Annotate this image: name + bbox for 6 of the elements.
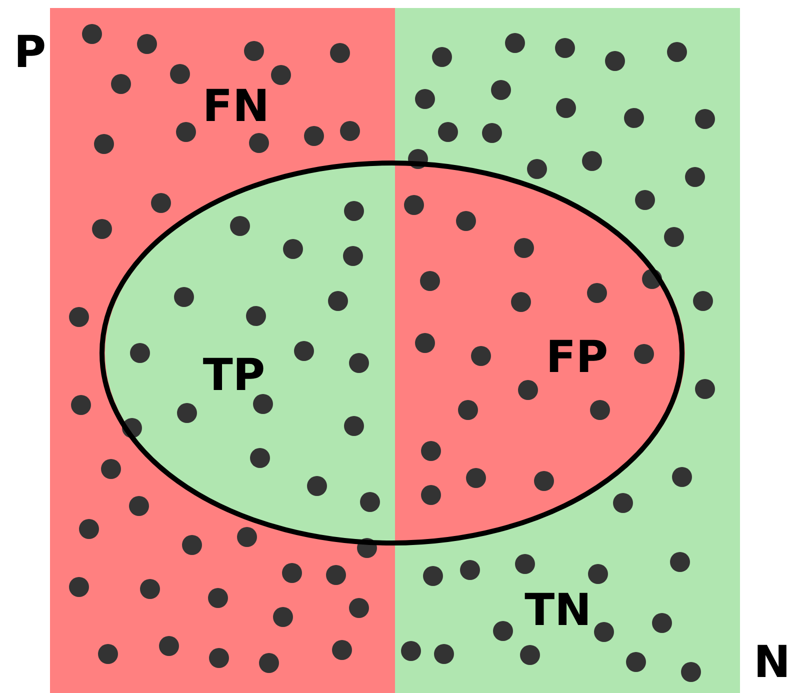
class-label: P	[14, 31, 46, 75]
class-label: N	[754, 641, 790, 685]
region-label: FN	[202, 85, 270, 129]
region-label: TN	[524, 589, 592, 633]
region-label: TP	[202, 354, 266, 398]
region-label: FP	[546, 336, 608, 380]
